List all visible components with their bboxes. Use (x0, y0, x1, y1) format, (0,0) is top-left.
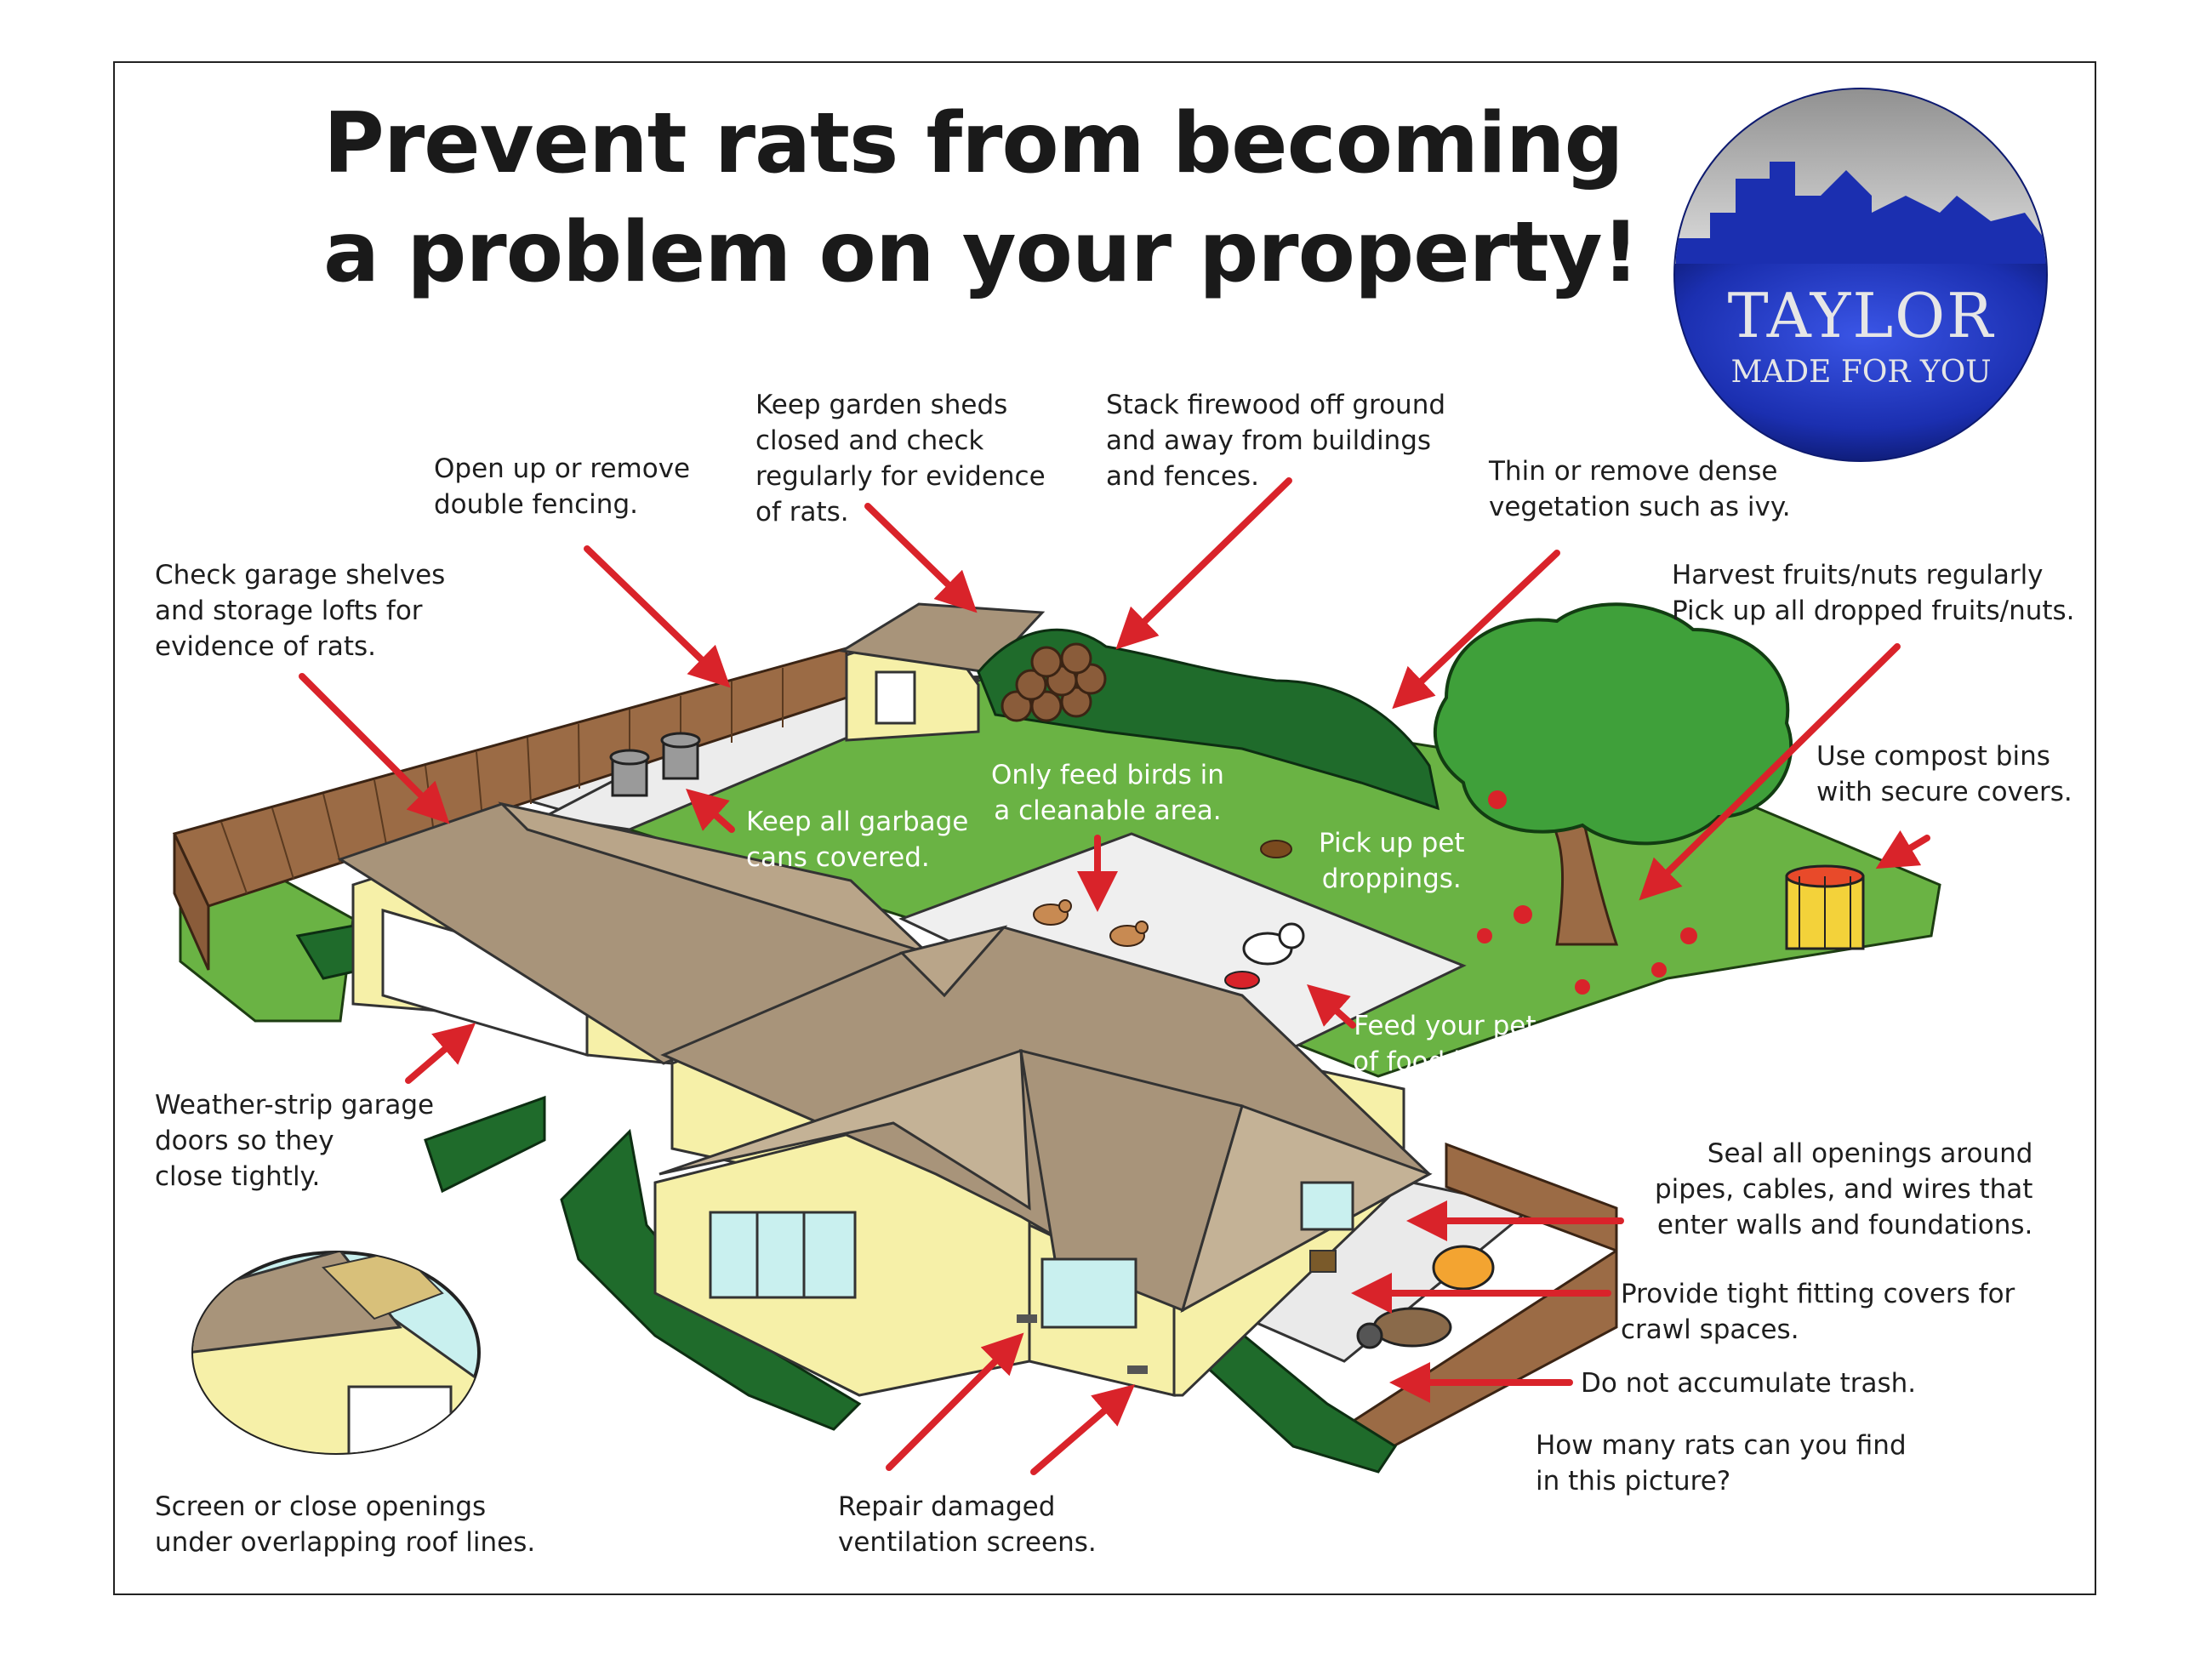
tip-line: Harvest fruits/nuts regularly (1672, 560, 2044, 590)
tip-pet-droppings: Pick up pet droppings. (1319, 825, 1465, 897)
tip-line: How many rats can you find (1536, 1430, 1907, 1461)
tip-line: and storage lofts for (155, 596, 423, 626)
arrow-double-fencing (584, 545, 731, 688)
tip-line: Only feed birds in (991, 760, 1224, 790)
tip-line: cans covered. (746, 842, 930, 873)
tip-line: enter walls and foundations. (1656, 1210, 2033, 1240)
tip-openings: Seal all openings around pipes, cables, … (1655, 1136, 2032, 1243)
tip-line: Repair damaged (838, 1491, 1056, 1522)
garbage-cans (609, 732, 701, 797)
tip-line: and away from buildings (1106, 425, 1432, 456)
tip-line: in this picture? (1536, 1466, 1731, 1497)
arrow-firewood (1115, 477, 1292, 650)
arrow-weather-strip (405, 1023, 476, 1084)
tip-line: closed and check (755, 425, 984, 456)
fence-slats (220, 668, 784, 894)
tip-line: droppings. (1321, 864, 1462, 894)
tip-birds: Only feed birds in a cleanable area. (991, 757, 1224, 829)
tip-line: Do not accumulate trash. (1581, 1368, 1917, 1399)
tip-vegetation: Thin or remove dense vegetation such as … (1489, 453, 1791, 525)
compost-bin (1785, 864, 1865, 950)
tip-line: Use compost bins (1816, 741, 2050, 772)
tip-line: ventilation screens. (838, 1527, 1097, 1558)
tip-line: Feed your pet only the amount (1354, 1011, 1763, 1041)
tip-line: and fences. (1106, 461, 1259, 492)
tip-line: Screen or close openings (155, 1491, 487, 1522)
tip-garbage: Keep all garbage cans covered. (746, 804, 968, 875)
tip-line: Keep all garbage (746, 807, 969, 837)
tip-line: Provide tight fitting covers for (1621, 1279, 2015, 1309)
tip-line: vegetation such as ivy. (1489, 492, 1791, 522)
arrow-garbage (686, 789, 735, 833)
left-fence (173, 833, 210, 971)
tip-line: regularly for evidence (755, 461, 1046, 492)
tip-line: Check garage shelves (155, 560, 446, 590)
tip-line: evidence of rats. (155, 631, 377, 662)
skyline (1676, 162, 2046, 272)
logo-tagline: MADE FOR YOU (1730, 355, 1992, 390)
logo-name: TAYLOR (1727, 280, 1995, 351)
tip-line: with secure covers. (1816, 777, 2072, 807)
tip-line: under overlapping roof lines. (155, 1527, 536, 1558)
tip-line: a cleanable area. (994, 795, 1222, 826)
tip-line: Keep garden sheds (755, 390, 1008, 420)
tip-ventilation: Repair damaged ventilation screens. (838, 1489, 1097, 1560)
tip-trash: Do not accumulate trash. (1581, 1365, 1916, 1401)
tip-roof-lines: Screen or close openings under overlappi… (155, 1489, 535, 1560)
tip-sheds: Keep garden sheds closed and check regul… (755, 387, 1046, 530)
dropped-fruits (1477, 790, 1697, 995)
title-line-2: a problem on your property! (323, 204, 1639, 301)
house (653, 925, 1433, 1397)
arrow-garage-shelves (299, 673, 450, 824)
fruit-tree (1433, 602, 1793, 946)
tip-line: of rats. (755, 497, 849, 527)
firewood-stack (1001, 642, 1107, 722)
tip-line: Pick up pet (1319, 828, 1465, 858)
arrow-fruits (1639, 643, 1901, 901)
tip-line: Weather-strip garage (155, 1090, 435, 1120)
tip-line: of food it will eat in one sitting. (1353, 1046, 1764, 1077)
tip-weather-strip: Weather-strip garage doors so they close… (155, 1087, 434, 1194)
taylor-logo (1673, 88, 2048, 462)
front-shrubs-mid (424, 1095, 546, 1194)
garden-shed (838, 602, 1046, 742)
tip-line: pipes, cables, and wires that (1655, 1174, 2033, 1205)
tip-line: doors so they (155, 1126, 334, 1156)
tip-crawl: Provide tight fitting covers for crawl s… (1621, 1276, 2015, 1348)
house-shrubs (560, 1128, 862, 1431)
trash-pile (1356, 1245, 1495, 1349)
tip-double-fencing: Open up or remove double fencing. (434, 451, 690, 522)
pet-droppings (1260, 840, 1292, 858)
tip-line: double fencing. (434, 489, 638, 520)
callout-arrows (299, 477, 1930, 1475)
tip-line: Seal all openings around (1707, 1138, 2033, 1169)
tip-line: Thin or remove dense (1489, 456, 1778, 487)
tip-garage-shelves: Check garage shelves and storage lofts f… (155, 557, 445, 664)
tip-firewood: Stack firewood off ground and away from … (1106, 387, 1445, 494)
tip-pet-food: Feed your pet only the amount of food it… (1353, 1008, 1763, 1080)
tip-compost: Use compost bins with secure covers. (1816, 738, 2072, 810)
tip-line: Pick up all dropped fruits/nuts. (1672, 596, 2075, 626)
tip-fruits: Harvest fruits/nuts regularly Pick up al… (1672, 557, 2075, 629)
arrow-pet-food (1307, 984, 1356, 1029)
arrow-vent-left (886, 1332, 1024, 1471)
tip-line: Stack firewood off ground (1106, 390, 1446, 420)
arrow-compost (1875, 830, 1930, 869)
dog-and-bowl (1224, 922, 1305, 989)
tip-line: close tightly. (155, 1161, 321, 1192)
tip-line: crawl spaces. (1621, 1314, 1799, 1345)
roofline-inset (191, 1251, 481, 1455)
birds (1033, 899, 1149, 947)
tip-line: Open up or remove (434, 453, 691, 484)
tip-rats-count: How many rats can you find in this pictu… (1536, 1428, 1907, 1499)
arrow-vegetation (1392, 550, 1560, 710)
garage (337, 801, 932, 1065)
title-line-1: Prevent rats from becoming (323, 95, 1624, 192)
arrow-sheds (864, 503, 978, 613)
arrow-vent-right (1030, 1384, 1136, 1475)
